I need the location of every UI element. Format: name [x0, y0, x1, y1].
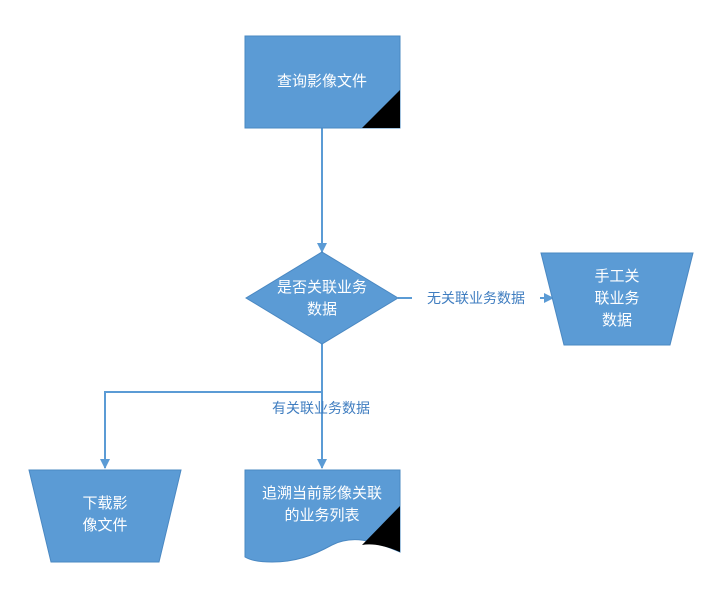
- node-download-label-line2: 像文件: [82, 516, 127, 534]
- edge-label-no-link: 无关联业务数据: [427, 291, 525, 307]
- manual-operation-shape: [28, 469, 182, 563]
- node-manual-label-line2: 联业务: [594, 289, 639, 307]
- edge-label-has-link: 有关联业务数据: [272, 401, 370, 417]
- edge-label-bg: [412, 287, 540, 309]
- node-manual-label-line3: 数据: [602, 311, 632, 329]
- process-box: [244, 35, 401, 129]
- manual-operation-shape: [540, 252, 694, 346]
- node-download-label-line1: 下载影: [82, 494, 127, 512]
- node-trace-label-line2: 的业务列表: [284, 506, 359, 524]
- node-decision-label-line2: 数据: [307, 300, 337, 318]
- node-download-image: 下载影 像文件: [28, 469, 182, 563]
- node-trace-label-line1: 追溯当前影像关联: [262, 484, 382, 502]
- corner-fold-mark: [362, 506, 400, 552]
- node-query-image-file: 查询影像文件: [244, 35, 401, 129]
- edge-decision-to-download: [100, 344, 323, 469]
- node-decision-label-line1: 是否关联业务: [277, 278, 367, 296]
- node-manual-link: 手工关 联业务 数据: [540, 252, 694, 346]
- node-trace-business-list: 追溯当前影像关联 的业务列表: [244, 469, 401, 563]
- node-query-label: 查询影像文件: [277, 72, 367, 90]
- decision-diamond: [245, 251, 399, 345]
- node-decision: 是否关联业务 数据: [245, 251, 399, 345]
- corner-fold-mark: [362, 90, 400, 128]
- node-manual-label-line1: 手工关: [594, 267, 639, 285]
